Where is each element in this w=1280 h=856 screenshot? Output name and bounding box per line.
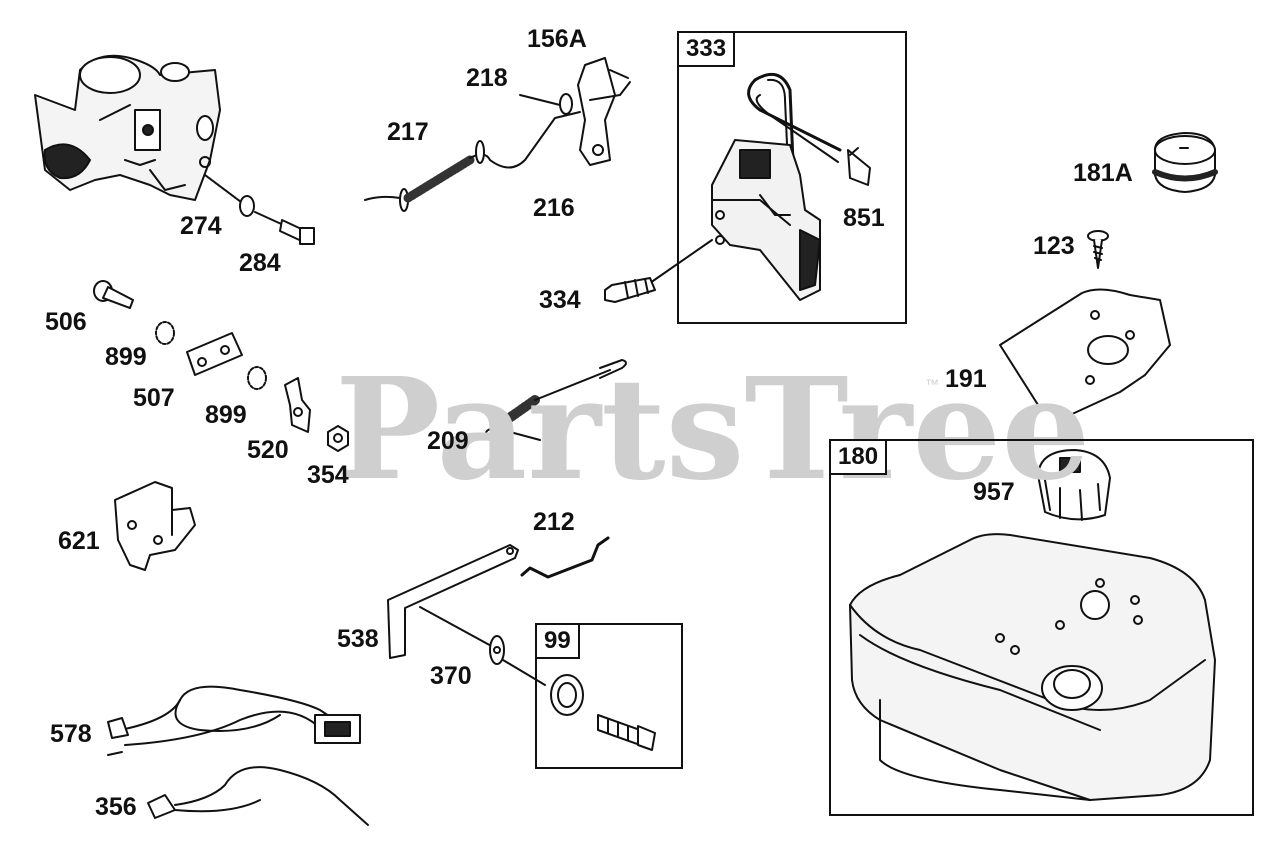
gasket-191-drawing [999, 288, 1171, 416]
part-label-356: 356 [95, 793, 137, 821]
part-label-538: 538 [337, 625, 379, 653]
part-label-506: 506 [45, 308, 87, 336]
part-label-218: 218 [466, 64, 508, 92]
screw-334-drawing [604, 239, 713, 303]
frame-label-180: 180 [829, 439, 888, 475]
bracket-621-drawing [114, 481, 196, 571]
part-label-181A: 181A [1073, 159, 1133, 187]
plate-507-drawing [186, 332, 243, 376]
screw-506-drawing [93, 280, 134, 309]
washer-274-drawing [204, 174, 255, 217]
cap-181A-drawing [1152, 132, 1218, 193]
washer-899b-drawing [247, 366, 267, 390]
armature-drawing [711, 72, 871, 301]
carburetor-drawing [34, 54, 221, 201]
screw-284-drawing [254, 211, 315, 245]
part-label-520: 520 [247, 436, 289, 464]
part-label-370: 370 [430, 662, 472, 690]
governor-linkage-drawing [364, 57, 631, 212]
part-label-507: 507 [133, 384, 175, 412]
frame-333 [677, 31, 907, 324]
screw-123-drawing [1087, 230, 1109, 269]
bushing-screw-99-drawing [550, 674, 656, 751]
spring-209-drawing [485, 359, 627, 441]
terminal-520-drawing [284, 377, 311, 433]
part-label-851: 851 [843, 204, 885, 232]
washer-899a-drawing [155, 321, 175, 345]
part-label-212: 212 [533, 508, 575, 536]
watermark: PartsTree [335, 348, 1091, 512]
part-label-284: 284 [239, 249, 281, 277]
frame-label-333: 333 [677, 31, 736, 67]
part-label-209: 209 [427, 427, 469, 455]
part-label-156A: 156A [527, 25, 587, 53]
nut-354-drawing [327, 425, 349, 452]
part-label-191: 191 [945, 365, 987, 393]
part-label-899-lower: 899 [205, 401, 247, 429]
frame-99 [535, 623, 683, 769]
part-label-957: 957 [973, 478, 1015, 506]
watermark-trademark: ™ [925, 376, 939, 392]
wire-harness-578-drawing [107, 685, 361, 756]
ground-wire-356-drawing [147, 766, 369, 826]
frame-label-99: 99 [535, 623, 580, 659]
part-label-354: 354 [307, 461, 349, 489]
part-label-274: 274 [180, 212, 222, 240]
part-label-578: 578 [50, 720, 92, 748]
fuel-tank-drawing [849, 533, 1216, 801]
washer-370-drawing [419, 606, 546, 686]
frame-180 [829, 439, 1254, 816]
link-212-drawing [520, 536, 610, 579]
part-label-334: 334 [539, 286, 581, 314]
lever-538-drawing [387, 544, 519, 659]
part-label-123: 123 [1033, 232, 1075, 260]
part-label-216: 216 [533, 194, 575, 222]
part-label-899-upper: 899 [105, 343, 147, 371]
part-label-621: 621 [58, 527, 100, 555]
fuel-cap-957-drawing [1037, 449, 1111, 521]
part-label-217: 217 [387, 118, 429, 146]
